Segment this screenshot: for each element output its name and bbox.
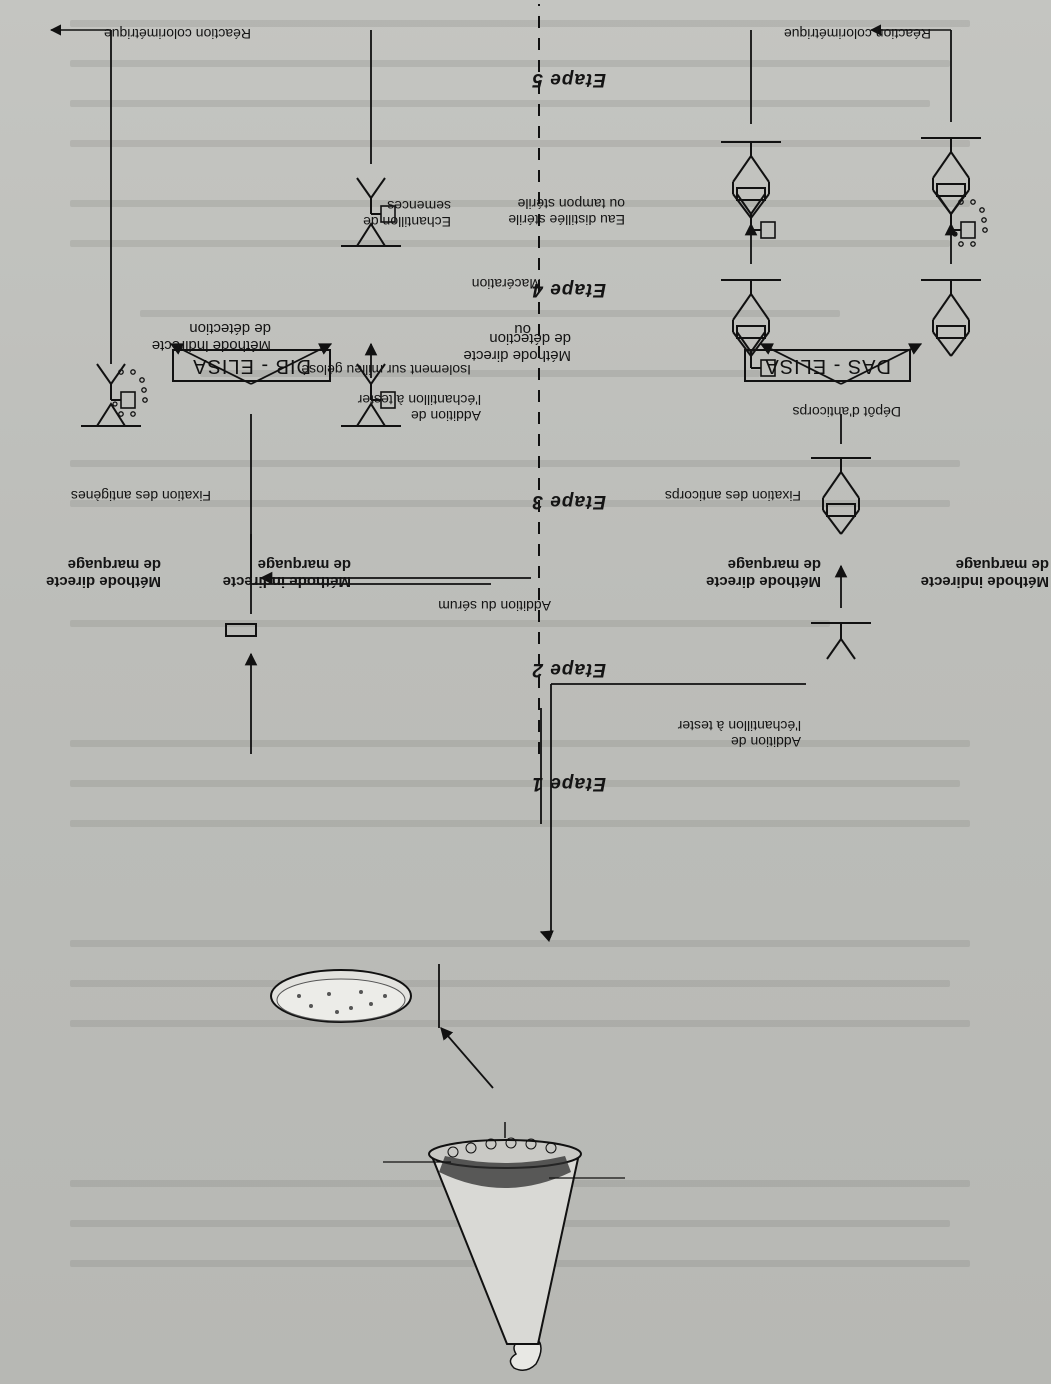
- arrow: [539, 930, 554, 943]
- methode-directe-detection: Méthode directe de détection: [463, 329, 571, 364]
- echantillon-label: Echantillon de semences: [363, 197, 451, 230]
- bleedthrough-text: [70, 940, 970, 947]
- dib-serum-label: Addition du sérum: [438, 598, 551, 614]
- das-directe-marquage: Méthode directe de marquage: [705, 555, 821, 590]
- das-reaction-label: Réaction colorimétrique: [783, 26, 931, 42]
- bleedthrough-text: [70, 780, 960, 787]
- bleedthrough-text: [70, 500, 950, 507]
- etape-3: Etape 3: [531, 491, 606, 512]
- das-elisa-header: DAS - ELISA: [744, 349, 911, 382]
- bleedthrough-text: [70, 460, 960, 467]
- dib-fixation-label: Fixation des antigènes: [70, 488, 211, 504]
- bleedthrough-text: [70, 980, 950, 987]
- eau-distillee-label: Eau distillée stérile ou tampon stérile: [508, 195, 625, 228]
- bleedthrough-text: [70, 200, 970, 207]
- das-fixation-label: Fixation des anticorps: [664, 488, 801, 504]
- etape-4: Etape 4: [531, 279, 606, 300]
- bleedthrough-text: [140, 310, 840, 317]
- bleedthrough-text: [70, 140, 970, 147]
- bleedthrough-text: [70, 1020, 970, 1027]
- petri-dish-icon: [270, 969, 412, 1023]
- dib-reaction-label: Réaction colorimétrique: [103, 26, 251, 42]
- bleedthrough-text: [200, 370, 760, 377]
- etape-1: Etape 1: [531, 773, 606, 794]
- bleedthrough-text: [70, 740, 970, 747]
- das-indirecte-marquage: Méthode indirecte de marquage: [920, 555, 1049, 590]
- bleedthrough-text: [70, 620, 830, 627]
- dib-elisa-header: DIB - ELISA: [172, 349, 331, 382]
- etape-2: Etape 2: [531, 659, 606, 680]
- etape-5: Etape 5: [531, 69, 606, 90]
- bleedthrough-text: [70, 240, 950, 247]
- bleedthrough-text: [70, 60, 950, 67]
- bleedthrough-text: [70, 20, 970, 27]
- arrow: [440, 1027, 494, 1089]
- das-depot-label: Dépôt d'anticorps: [792, 404, 901, 420]
- seed-funnel-icon: [428, 1137, 582, 1371]
- bleedthrough-text: [70, 820, 970, 827]
- dib-addition-label: Addition de l'échantillon à tester: [357, 391, 481, 424]
- bleedthrough-text: [70, 100, 930, 107]
- dib-indirecte-marquage: Méthode indirecte de marquage: [222, 555, 351, 590]
- dib-directe-marquage: Méthode directe de marquage: [45, 555, 161, 590]
- das-addition-label: Addition de l'échantillon à tester: [677, 717, 801, 750]
